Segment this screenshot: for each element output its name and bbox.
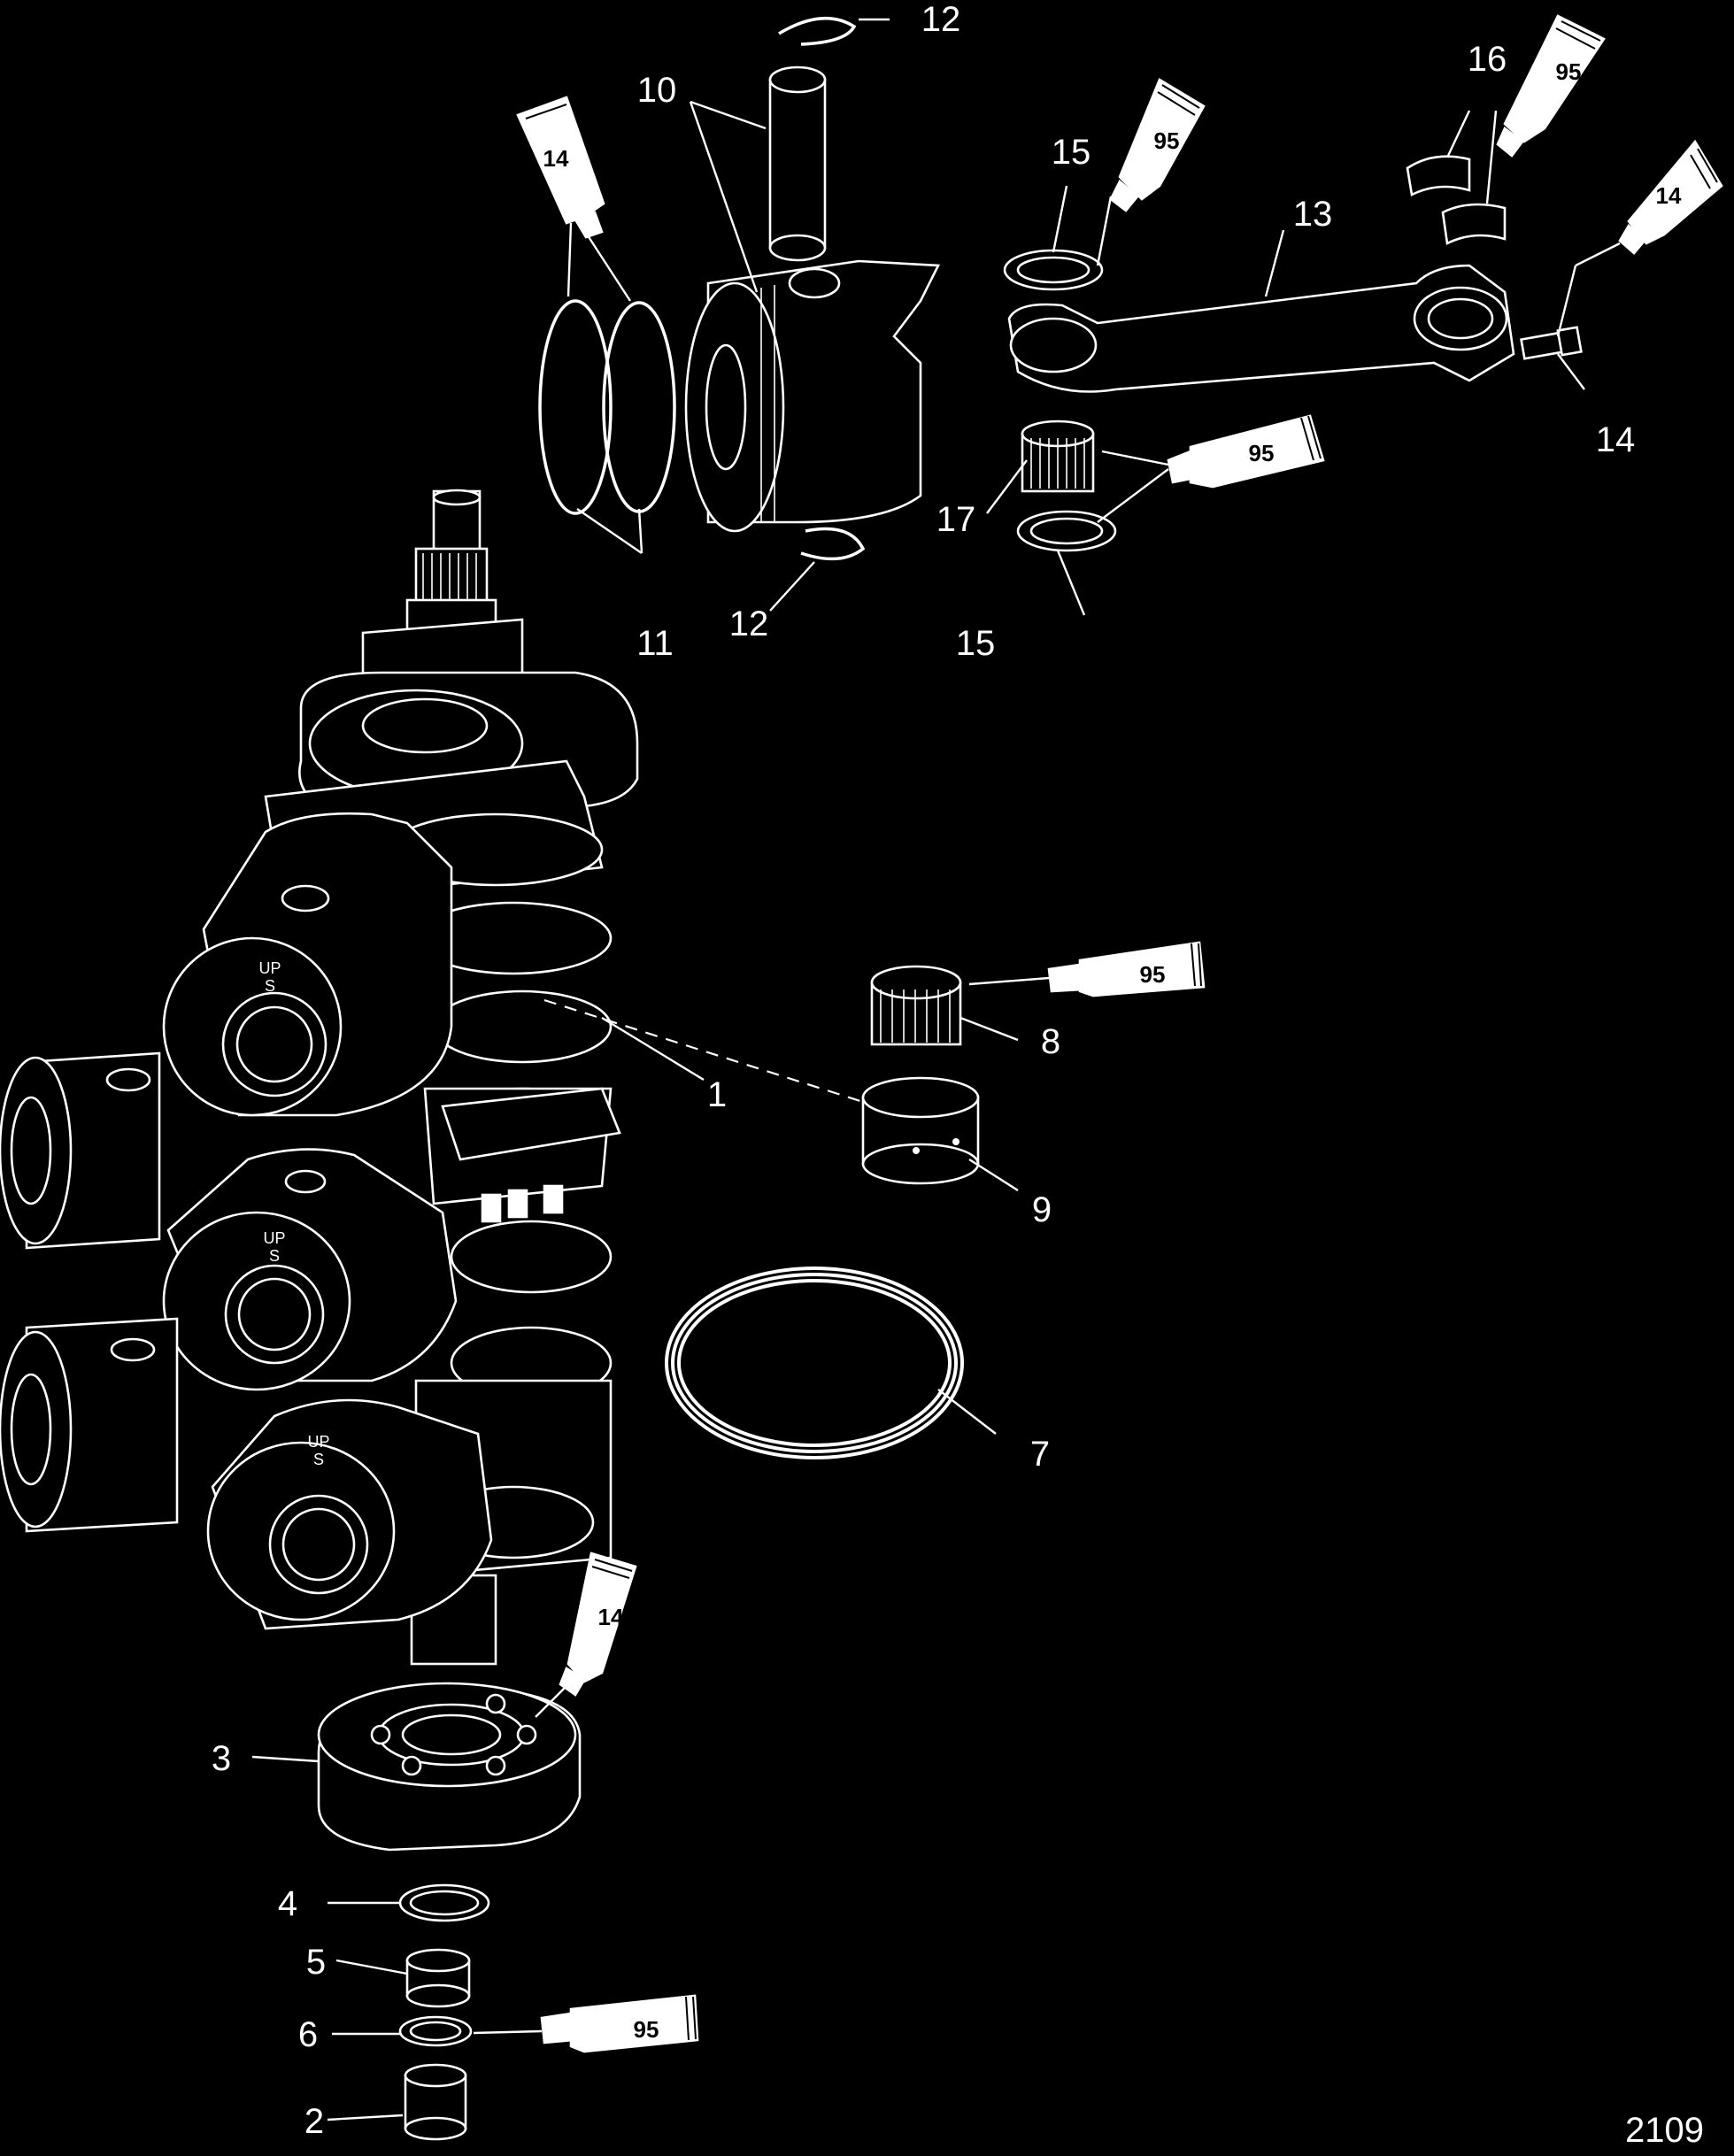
callout-7: 7: [1030, 1435, 1050, 1474]
piston-mark-up: UP: [258, 959, 281, 977]
callout-5: 5: [306, 1943, 326, 1982]
piston-ring-1: [538, 299, 613, 515]
figure-number: 2109: [1625, 2111, 1704, 2150]
assembly-dashed-line: [543, 998, 864, 1104]
piston-ring-2: [602, 301, 676, 513]
callout-9: 9: [1032, 1190, 1052, 1229]
sleeve-2: [404, 2063, 467, 2141]
bearing-sleeve-9: [861, 1076, 980, 1185]
callout-15-top: 15: [1052, 133, 1091, 172]
connecting-rod: [1007, 264, 1515, 393]
callout-1: 1: [707, 1075, 727, 1114]
bearing-half-2: [1441, 203, 1507, 245]
callout-13: 13: [1293, 195, 1333, 234]
tube-label: 95: [1249, 440, 1275, 466]
piston-mark-s: S: [265, 977, 275, 995]
callout-15-bottom: 15: [956, 624, 996, 663]
piston-lower: UP S: [206, 1398, 493, 1630]
tube-label: 95: [634, 2016, 659, 2043]
tube-label: 14: [543, 145, 569, 172]
callout-3: 3: [212, 1739, 231, 1778]
needle-bearing-8: [870, 965, 962, 1046]
lubricant-tube-14-a: 14: [516, 95, 605, 239]
callout-6: 6: [298, 2015, 318, 2054]
circlip-top: [778, 16, 857, 46]
lubricant-tube-95-c: 95: [1167, 414, 1325, 489]
wrist-pin: [768, 65, 827, 262]
needle-bearing: [1021, 420, 1095, 493]
rod-bolt: [1520, 326, 1583, 360]
tube-label: 95: [1556, 58, 1582, 85]
lubricant-tube-95-b: 95: [1496, 14, 1606, 158]
callout-8: 8: [1041, 1022, 1060, 1061]
tube-label: 14: [598, 1604, 624, 1630]
leader-lines: [251, 18, 1621, 2121]
piston-mark-s: S: [269, 1247, 280, 1265]
callout-12-bottom: 12: [729, 604, 769, 643]
callout-labels: 1 2 3 4 5 6 7 8 9 10 11 12 12 13 14 15 1…: [212, 0, 1635, 2141]
piston-upper: UP S: [162, 812, 453, 1117]
piston-mark-up: UP: [307, 1433, 329, 1451]
piston-left-lower: [0, 1317, 179, 1533]
callout-11: 11: [636, 624, 674, 663]
crankshaft-assembly: [264, 489, 639, 1666]
lubricant-tube-95-a: 95: [1109, 78, 1206, 212]
callout-12-top: 12: [921, 0, 961, 39]
tube-label: 95: [1154, 127, 1180, 154]
callout-2: 2: [304, 2102, 324, 2141]
callout-16: 16: [1468, 40, 1507, 79]
lubricant-tube-95-e: 95: [540, 1994, 699, 2053]
piston-middle: UP S: [162, 1148, 458, 1391]
lubricant-tube-14-b: 14: [1618, 139, 1723, 255]
tube-label: 14: [1656, 182, 1682, 209]
piston-left-upper: [0, 1051, 161, 1250]
callout-4: 4: [278, 1884, 297, 1923]
callout-14: 14: [1596, 420, 1636, 459]
bearing-half-1: [1406, 155, 1471, 196]
piston-exploded: [684, 259, 941, 533]
tube-label: 95: [1140, 961, 1166, 988]
ball-bearing-3: [317, 1682, 582, 1852]
bearing-race-5: [405, 1948, 471, 2008]
lubricant-tube-95-d: 95: [1047, 941, 1206, 997]
callout-10: 10: [637, 71, 677, 110]
piston-mark-s: S: [313, 1451, 324, 1468]
piston-mark-up: UP: [263, 1229, 285, 1247]
lubricant-tube-14-c: 14: [559, 1552, 637, 1697]
circlip-bottom: [800, 527, 866, 561]
callout-17: 17: [936, 500, 976, 539]
